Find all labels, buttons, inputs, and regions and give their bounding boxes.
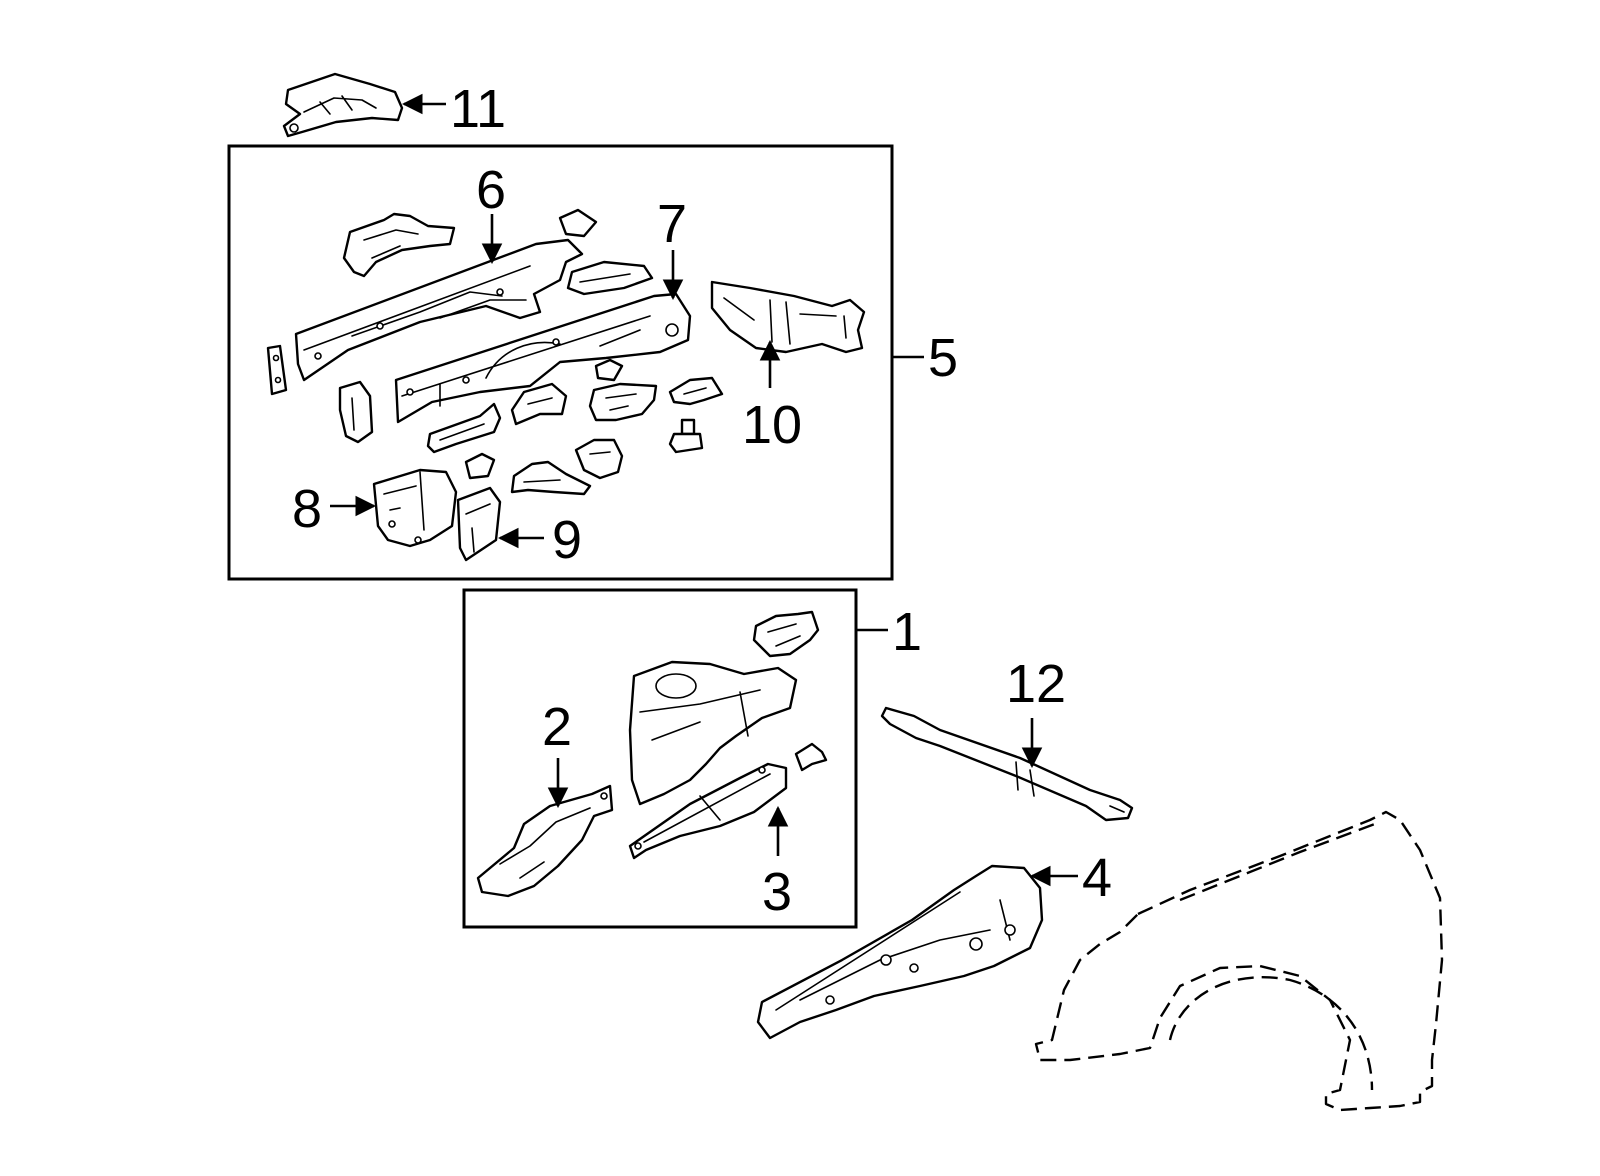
- part-6-upper-bracket[interactable]: [342, 212, 456, 278]
- part-1-small-clip[interactable]: [794, 742, 828, 772]
- part-12-brace-rod[interactable]: [880, 706, 1134, 822]
- callout-7: 7: [657, 194, 687, 254]
- part-3-bracket[interactable]: [628, 762, 788, 860]
- fender-outline: [1034, 810, 1444, 1112]
- part-9-bracket[interactable]: [456, 486, 502, 562]
- part-11-bracket[interactable]: [282, 72, 404, 138]
- part-1-top-clip[interactable]: [752, 610, 820, 658]
- callout-12: 12: [1006, 654, 1066, 714]
- part-7-upper-bracket[interactable]: [566, 260, 654, 296]
- part-10-end-bracket[interactable]: [710, 280, 866, 354]
- part-5-bracket-e[interactable]: [668, 376, 724, 406]
- callout-9: 9: [552, 510, 582, 570]
- part-6-small-clip[interactable]: [558, 208, 598, 238]
- part-4-apron-reinforcement[interactable]: [756, 864, 1044, 1040]
- callout-3: 3: [762, 862, 792, 922]
- part-5-bracket-b[interactable]: [426, 402, 502, 454]
- part-6-upper-rail[interactable]: [294, 238, 584, 382]
- part-2-bracket[interactable]: [476, 784, 614, 898]
- callout-4: 4: [1082, 848, 1112, 908]
- callout-1: 1: [892, 602, 922, 662]
- callout-6: 6: [476, 160, 506, 220]
- part-5-bracket-d[interactable]: [588, 382, 658, 422]
- callout-2: 2: [542, 697, 572, 757]
- part-5-bracket-c[interactable]: [510, 382, 568, 426]
- callout-11: 11: [450, 79, 506, 139]
- part-5-bracket-f[interactable]: [464, 452, 496, 480]
- callout-5: 5: [928, 328, 958, 388]
- part-1-strut-tower[interactable]: [628, 660, 798, 806]
- part-5-small-clip-b[interactable]: [594, 358, 624, 382]
- part-5-bolt[interactable]: [668, 418, 704, 454]
- callout-8: 8: [292, 479, 322, 539]
- callout-10: 10: [742, 395, 802, 455]
- part-5-side-plate[interactable]: [266, 344, 288, 396]
- part-5-bracket-a[interactable]: [338, 380, 374, 444]
- part-5-bracket-h[interactable]: [574, 438, 624, 480]
- part-8-box-bracket[interactable]: [372, 468, 458, 548]
- part-5-bracket-g[interactable]: [510, 460, 592, 496]
